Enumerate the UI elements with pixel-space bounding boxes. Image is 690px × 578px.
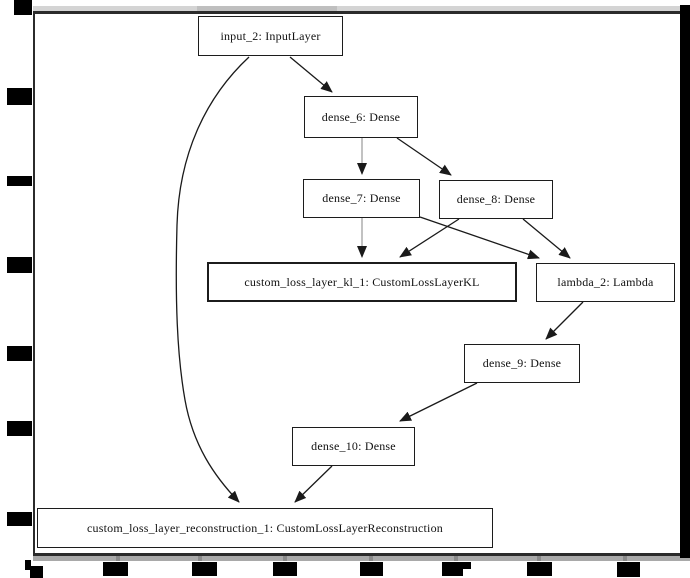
node-label: input_2: InputLayer [220, 28, 321, 43]
x-tick-label-blob [192, 562, 217, 576]
x-tick-mark [116, 556, 120, 561]
node-label: lambda_2: Lambda [557, 275, 654, 289]
left-axis-spine [33, 11, 35, 556]
node-label: dense_10: Dense [311, 439, 396, 453]
y-tick-label-blob [14, 0, 32, 15]
y-tick-label-blob [7, 346, 32, 361]
node-dense_6: dense_6: Dense [304, 96, 418, 138]
x-tick-label-blob [273, 562, 297, 576]
y-tick-label-blob [7, 512, 32, 526]
node-dense_7: dense_7: Dense [303, 179, 420, 218]
edge-input_2-custom_loss_layer_reconstruction_1 [175, 56, 250, 503]
right-edge-black-bar [680, 5, 690, 558]
corner-tick-label-blob [25, 560, 31, 570]
x-tick-label-blob [442, 562, 463, 576]
edge-dense_10-custom_loss_layer_reconstruction_1 [294, 465, 333, 503]
node-dense_8: dense_8: Dense [439, 180, 553, 219]
top-gray-strip-dark-segment [197, 6, 337, 11]
node-label: dense_9: Dense [482, 356, 562, 370]
x-tick-label-blob [463, 562, 471, 569]
node-dense_10: dense_10: Dense [292, 427, 415, 466]
node-label: dense_6: Dense [321, 109, 401, 124]
node-label: custom_loss_layer_reconstruction_1: Cust… [87, 520, 443, 535]
y-tick-label-blob [7, 176, 32, 186]
x-tick-mark [454, 556, 458, 561]
x-tick-mark [369, 556, 373, 561]
node-label: dense_8: Dense [456, 192, 536, 206]
y-tick-label-blob [7, 88, 32, 105]
x-tick-mark [623, 556, 627, 561]
y-tick-label-blob [7, 257, 32, 273]
node-label: dense_7: Dense [322, 191, 401, 205]
x-tick-label-blob [617, 562, 640, 577]
edge-dense_9-dense_10 [399, 382, 478, 422]
node-label: custom_loss_layer_kl_1: CustomLossLayerK… [244, 274, 480, 289]
x-tick-label-blob [103, 562, 128, 576]
top-gray-strip [33, 6, 683, 11]
x-tick-label-blob [527, 562, 552, 576]
node-custom_loss_layer_reconstruction_1: custom_loss_layer_reconstruction_1: Cust… [37, 508, 493, 548]
edge-dense_8-lambda_2 [522, 218, 571, 259]
bottom-axis-spine [33, 553, 680, 556]
bottom-gray-strip [33, 556, 690, 561]
edge-dense_6-dense_8 [396, 137, 452, 176]
edge-dense_8-custom_loss_layer_kl_1 [399, 218, 460, 258]
node-input_2: input_2: InputLayer [198, 16, 343, 56]
x-tick-mark [283, 556, 287, 561]
edge-input_2-dense_6 [289, 56, 333, 93]
x-tick-label-blob [360, 562, 383, 576]
edge-dense_7-lambda_2 [419, 216, 540, 260]
node-dense_9: dense_9: Dense [464, 344, 580, 383]
x-tick-mark [198, 556, 202, 561]
node-custom_loss_layer_kl_1: custom_loss_layer_kl_1: CustomLossLayerK… [207, 262, 517, 302]
x-tick-mark [537, 556, 541, 561]
edge-lambda_2-dense_9 [545, 301, 584, 340]
corner-tick-label-blob [30, 566, 43, 578]
node-lambda_2: lambda_2: Lambda [536, 263, 675, 302]
top-axis-spine [33, 11, 680, 14]
y-tick-label-blob [7, 421, 32, 436]
